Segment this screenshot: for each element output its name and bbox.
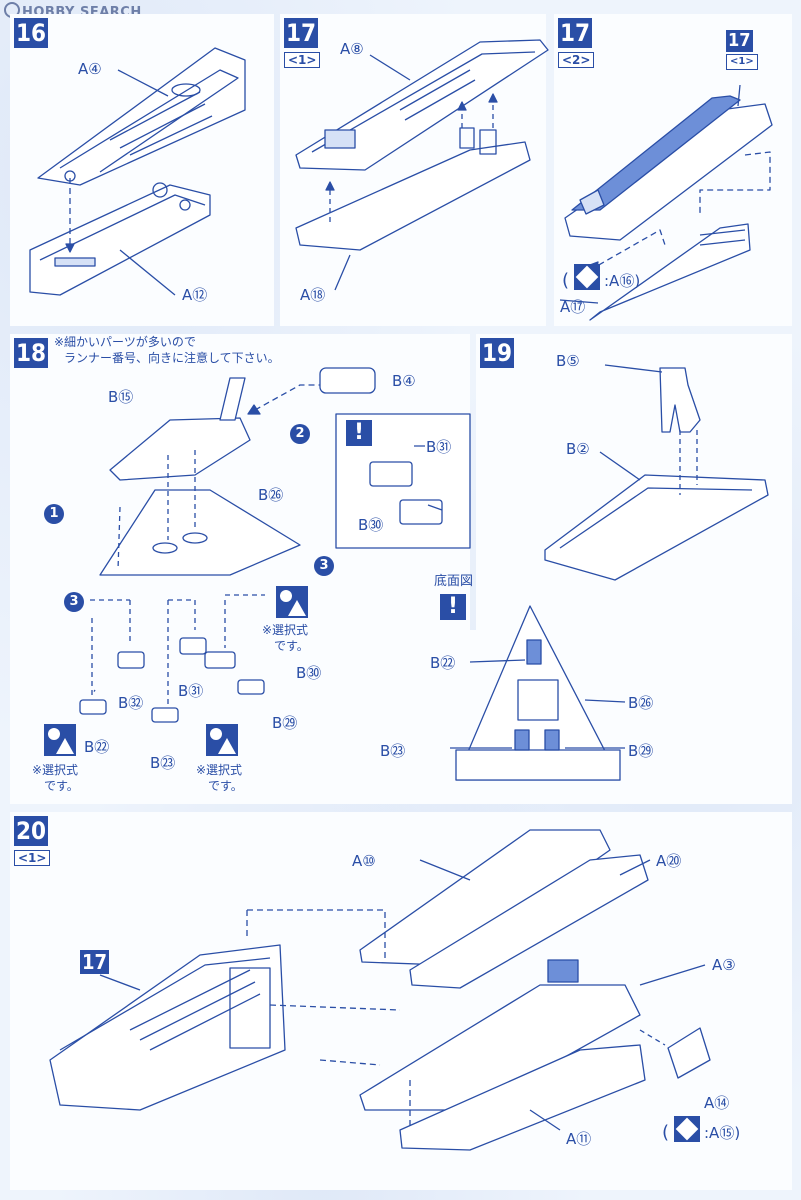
option-choice-icon-2 [44,724,76,756]
caution-icon-bottom-view: ! [440,594,466,620]
part-label-a12: A⑫ [182,286,208,304]
inset-part-b31: B㉛ [426,438,452,456]
choice-note-2-line2: です。 [44,779,79,793]
bottom-part-b22: B㉒ [430,654,456,672]
ref-step-17-in-20: 17 [80,950,110,974]
caution-icon-step18: ! [346,420,372,446]
choice-note-3-line1: ※選択式 [196,763,243,777]
choice-note-2-line1: ※選択式 [32,763,79,777]
sequence-bubble-3a: 3 [64,592,84,612]
substep-label-20-1: <1> [14,850,51,866]
part-label-b23: B㉓ [150,754,176,772]
part-label-b22: B㉒ [84,738,110,756]
swap-part-icon [574,264,600,290]
step18-note-line1: ※細かいパーツが多いので [54,335,196,349]
part-label-a8: A⑧ [340,40,364,58]
part-label-b31: B㉛ [178,682,204,700]
sequence-bubble-1: 1 [44,504,64,524]
part-label-a4: A④ [78,60,102,78]
choice-note-3-line2: です。 [208,779,243,793]
option-choice-icon-1 [276,586,308,618]
sequence-bubble-3b: 3 [314,556,334,576]
part-label-a18: A⑱ [300,286,326,304]
choice-note-1-line1: ※選択式 [262,623,309,637]
alt-part-a16: :A⑯) [604,272,641,290]
part-label-b4: B④ [392,372,416,390]
option-choice-icon-3 [206,724,238,756]
step18-note-line2: ランナー番号、向きに注意して下さい。 [64,351,280,365]
bottom-part-b26: B㉖ [628,694,654,712]
part-label-b29: B㉙ [272,714,298,732]
part-label-a14: A⑭ [704,1094,730,1112]
bottom-view-title: 底面図 [434,574,474,589]
choice-note-1-line2: です。 [274,639,309,653]
ref-step-17: 17 [726,30,753,52]
part-label-a11: A⑪ [566,1130,592,1148]
substep-label-17-2: <2> [558,52,595,68]
bottom-part-b29: B㉙ [628,742,654,760]
ref-substep-17-1: <1> [726,54,758,70]
part-label-a17: A⑰ [560,298,586,316]
swap-part-icon-20 [674,1116,700,1142]
part-label-a20: A⑳ [656,852,682,870]
part-label-b30: B㉚ [296,664,322,682]
step-number-17-1: 17 [284,18,319,48]
sequence-bubble-2: 2 [290,424,310,444]
step-number-18: 18 [14,338,49,368]
alt-part-a15: :A⑮) [704,1124,741,1142]
part-label-a3: A③ [712,956,736,974]
inset-part-b30: B㉚ [358,516,384,534]
step-number-17-2: 17 [558,18,593,48]
step-number-19: 19 [480,338,515,368]
substep-label-17-1: <1> [284,52,321,68]
part-label-b15: B⑮ [108,388,134,406]
bottom-part-b23: B㉓ [380,742,406,760]
part-label-a10: A⑩ [352,852,376,870]
part-label-b5: B⑤ [556,352,580,370]
part-label-b2: B② [566,440,590,458]
alt-part-open-paren-20: ( [662,1122,670,1143]
step-number-20: 20 [14,816,49,846]
part-label-b32: B㉜ [118,694,144,712]
alt-part-open-paren: ( [562,270,570,291]
step-number-16: 16 [14,18,49,48]
part-label-b26: B㉖ [258,486,284,504]
